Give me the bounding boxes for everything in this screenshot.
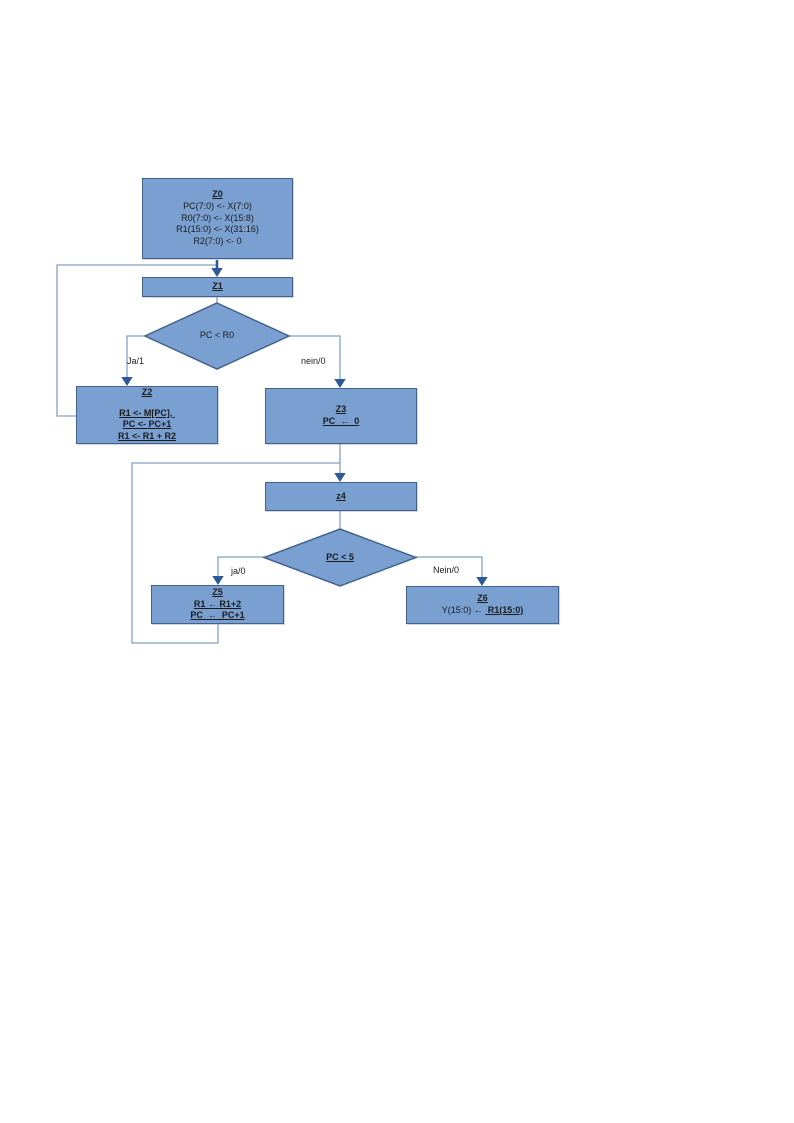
arrow-into-z3	[334, 379, 346, 388]
state-title: Z1	[212, 281, 223, 292]
arrow-into-z6	[476, 577, 488, 586]
state-action: R1 <- R1 + R2	[117, 431, 177, 442]
state-action: R1 <- M[PC],	[119, 407, 175, 418]
state-action: PC <- PC+1	[122, 419, 172, 430]
state-action: R1 ← R1+2	[193, 598, 242, 609]
state-title: Z2	[141, 387, 153, 397]
output-assignment-value: R1(15:0)	[485, 605, 524, 615]
edge-label-nein-0-lower: Nein/0	[433, 565, 460, 575]
state-action: PC(7:0) <- X(7:0)	[183, 200, 252, 211]
edge-label-ja-1: Ja/1	[127, 356, 145, 366]
state-title: Z6	[477, 593, 488, 604]
state-box-z5: Z5 R1 ← R1+2 PC ← PC+1	[151, 585, 284, 624]
state-box-z2: Z2 R1 <- M[PC], PC <- PC+1 R1 <- R1 + R2	[76, 386, 218, 444]
arrow-into-z1	[211, 260, 223, 277]
arrow-into-z4	[334, 473, 346, 482]
state-title: Z5	[212, 586, 223, 597]
state-box-z1: Z1	[142, 277, 293, 297]
state-box-z0: Z0 PC(7:0) <- X(7:0) R0(7:0) <- X(15:8) …	[142, 178, 293, 259]
decision-pc-lt-r0-label: PC < R0	[199, 330, 235, 340]
edge-label-ja-0: ja/0	[231, 566, 246, 576]
output-assignment-prefix: Y(15:0) ←	[441, 605, 486, 615]
arrow-into-z5	[212, 576, 224, 585]
state-box-z4: z4	[265, 482, 417, 511]
state-action: Y(15:0) ← R1(15:0)	[442, 605, 524, 617]
state-title: Z3	[335, 404, 347, 415]
state-box-z3: Z3 PC ← 0	[265, 388, 417, 444]
state-action: R2(7:0) <- 0	[193, 236, 242, 247]
state-action: R1(15:0) <- X(31:16)	[176, 224, 259, 235]
state-box-z6: Z6 Y(15:0) ← R1(15:0)	[406, 586, 559, 624]
state-action: PC ← 0	[322, 416, 360, 426]
state-action: R0(7:0) <- X(15:8)	[181, 212, 254, 223]
state-title: Z0	[212, 189, 223, 199]
edge-label-nein-0: nein/0	[301, 356, 326, 366]
arrow-into-z2	[121, 377, 133, 386]
decision-pc-lt-5-label: PC < 5	[326, 552, 354, 562]
state-title: z4	[336, 490, 346, 501]
state-action: PC ← PC+1	[190, 610, 245, 621]
